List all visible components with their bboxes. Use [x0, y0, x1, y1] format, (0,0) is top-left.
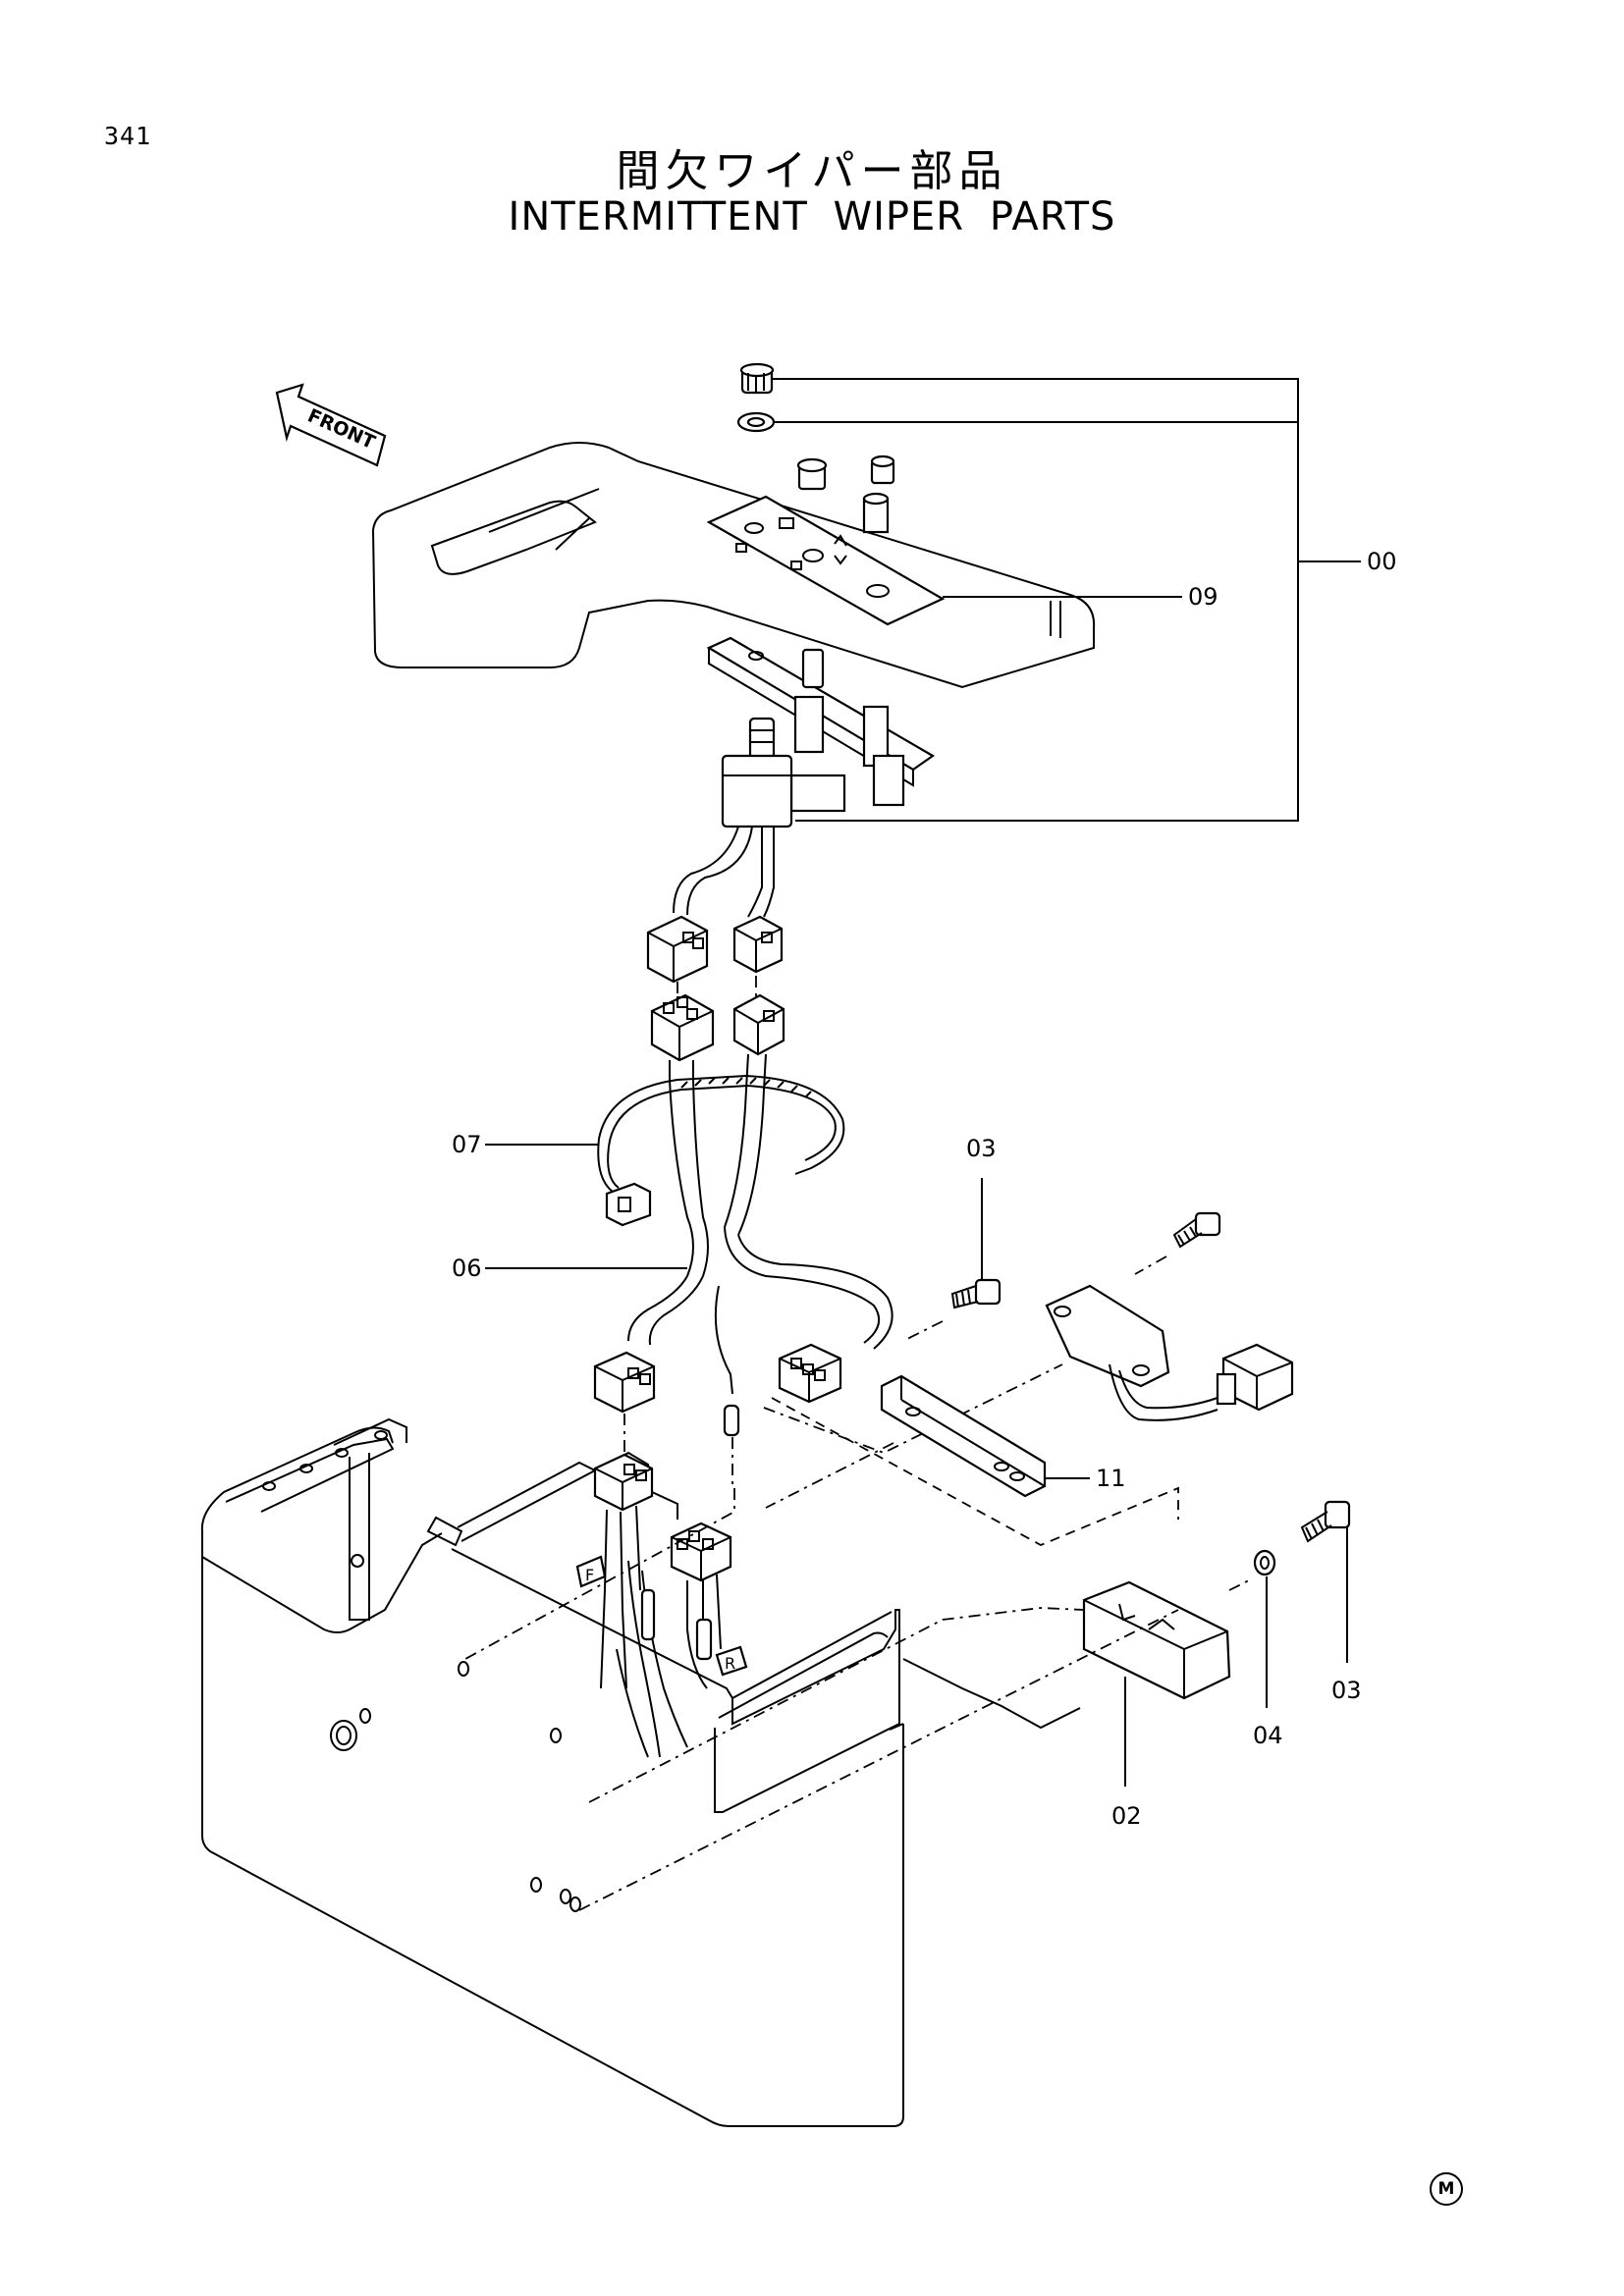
manufacturer-mark: M	[1430, 2172, 1463, 2206]
connector-upper-right	[732, 915, 784, 974]
connector-upper-left	[646, 915, 709, 984]
callout-03-top-label: 03	[966, 1135, 997, 1162]
switch-bracket	[706, 636, 936, 813]
lower-console-box	[200, 1417, 1081, 2127]
knob-cap	[739, 362, 775, 395]
clamp-band	[597, 1074, 845, 1227]
lock-washer	[1253, 1549, 1276, 1576]
switch-plate	[706, 495, 946, 626]
callout-09-label: 09	[1188, 583, 1218, 611]
harness-connector-right	[778, 1343, 842, 1404]
callout-07-label: 07	[452, 1131, 482, 1158]
tag-front: F	[575, 1555, 607, 1588]
callout-09: 09	[943, 583, 1218, 611]
callout-11: 11	[1045, 1465, 1126, 1492]
callout-00: 00	[772, 378, 1397, 822]
wiring-harness	[627, 1053, 893, 1395]
tag-front-label: F	[585, 1566, 594, 1584]
callout-11-label: 11	[1096, 1465, 1126, 1492]
callout-03-top: 03	[966, 1135, 997, 1280]
front-arrow-icon: FRONT	[275, 383, 387, 467]
switch-knob	[796, 457, 828, 491]
harness-connector-left	[593, 1351, 656, 1414]
screw-right	[1300, 1500, 1351, 1543]
console-panel	[371, 442, 1096, 689]
callout-07: 07	[452, 1131, 599, 1158]
page-number: 341	[104, 122, 152, 150]
title-japanese: 間欠ワイパー部品	[616, 146, 1008, 196]
clamp-buckle	[605, 1182, 652, 1227]
pin-terminal	[723, 1404, 740, 1488]
connector-lower-right	[732, 993, 785, 1056]
callout-00-label: 00	[1367, 548, 1397, 575]
box-connector-left	[593, 1453, 654, 1689]
mounting-plate	[880, 1374, 1047, 1498]
switch-harness	[673, 826, 775, 918]
title-english: INTERMITTENT WIPER PARTS	[508, 194, 1116, 240]
wiper-switch-body	[721, 717, 793, 828]
callout-03-right: 03	[1331, 1527, 1362, 1704]
callout-03-right-label: 03	[1331, 1677, 1362, 1704]
callout-06: 06	[452, 1255, 687, 1282]
bracket-cover	[1082, 1580, 1231, 1700]
switch-knob-2	[862, 454, 895, 534]
callout-02: 02	[1111, 1677, 1142, 1830]
screw-top	[906, 1278, 1001, 1340]
relay-unit	[1045, 1284, 1294, 1421]
callout-06-label: 06	[452, 1255, 482, 1282]
callout-04: 04	[1253, 1576, 1283, 1749]
tag-rear-label: R	[725, 1654, 735, 1673]
callout-04-label: 04	[1253, 1722, 1283, 1749]
connector-lower-left	[650, 993, 715, 1062]
box-wires	[616, 1560, 713, 1758]
screw-upper-right	[1134, 1211, 1221, 1275]
washer	[736, 411, 776, 433]
tag-rear: R	[715, 1645, 748, 1677]
callout-02-label: 02	[1111, 1802, 1142, 1830]
